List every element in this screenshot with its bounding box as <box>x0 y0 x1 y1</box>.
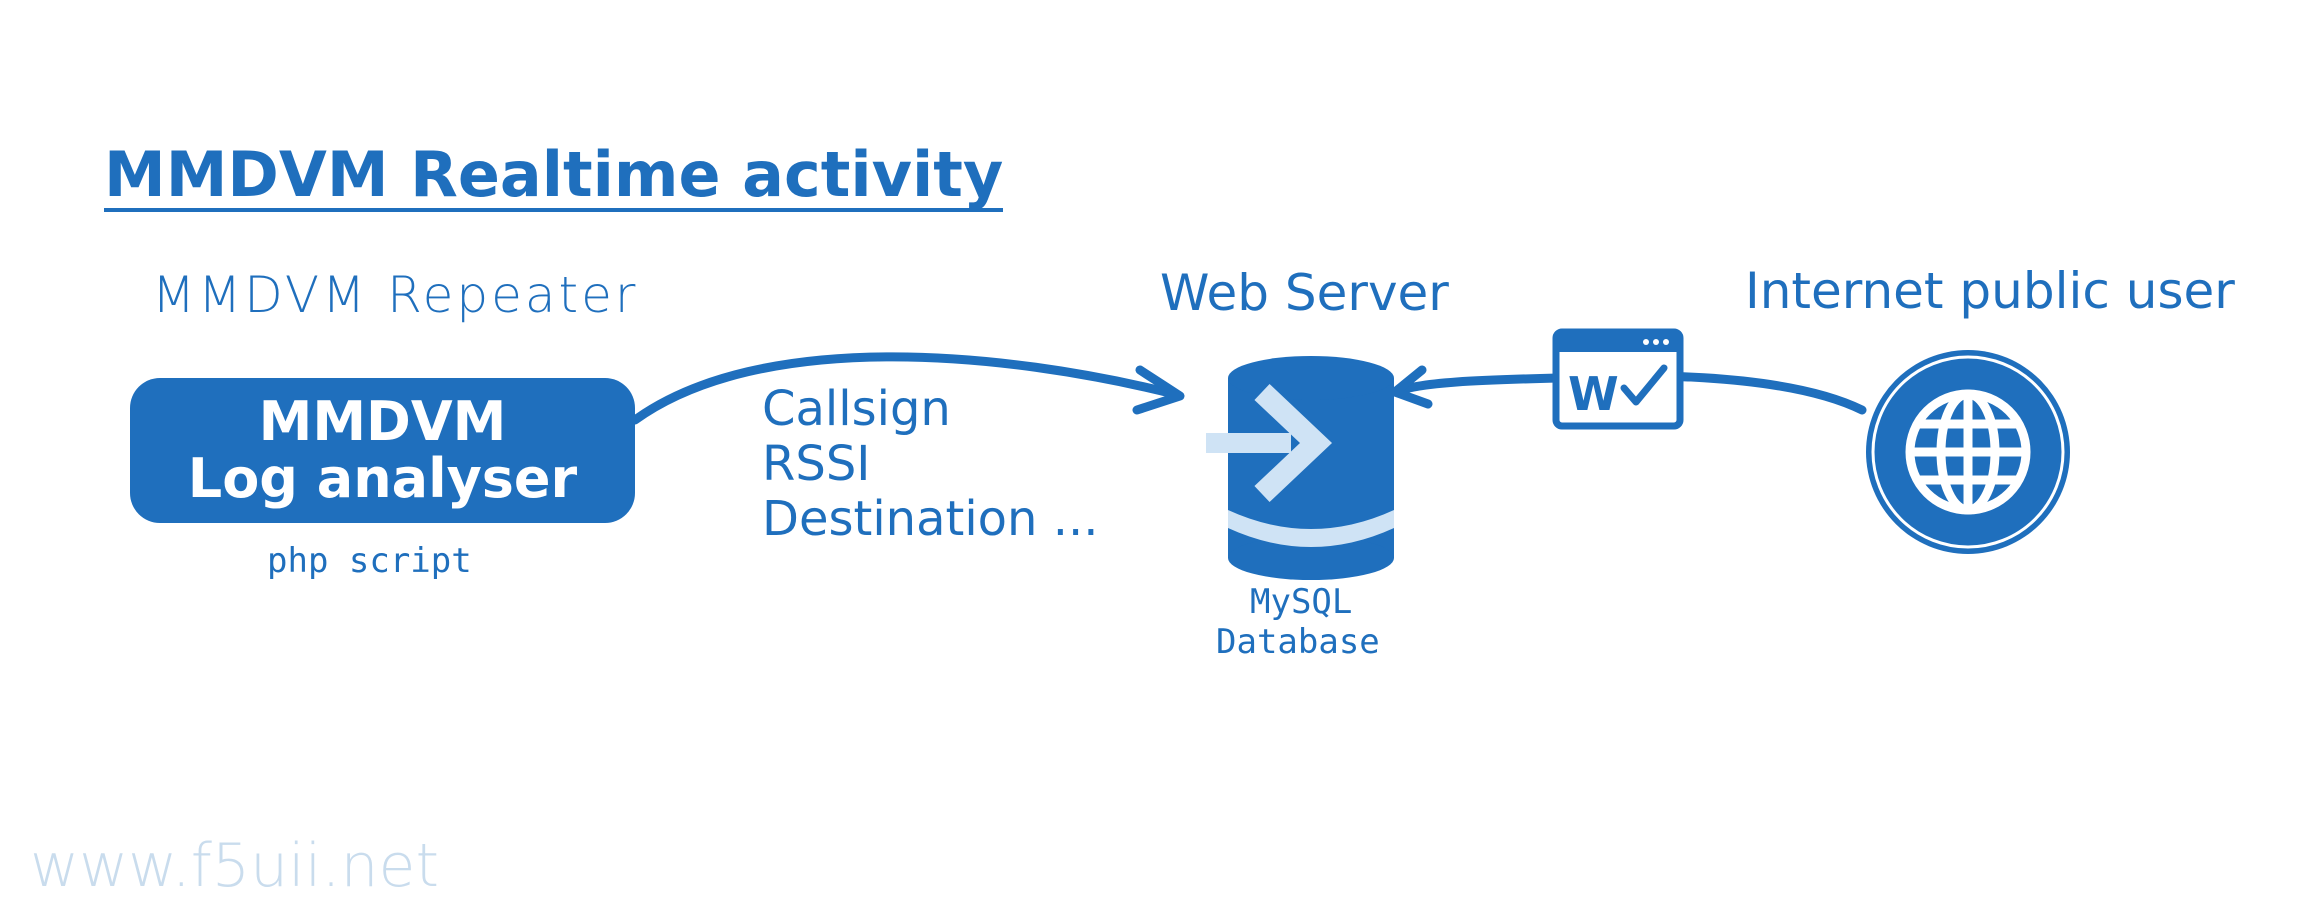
database-icon <box>1228 356 1394 580</box>
globe-icon <box>1866 350 2070 554</box>
log-analyser-box: MMDVM Log analyser <box>130 378 635 523</box>
web-server-heading: Web Server <box>1160 264 1449 322</box>
repeater-heading: MMDVM Repeater <box>152 266 639 324</box>
page-title: MMDVM Realtime activity <box>104 138 1004 212</box>
flow-arrowhead-to-database <box>1132 365 1185 415</box>
flow-arrowhead-from-user <box>1390 365 1433 409</box>
database-label-line2: Database <box>1216 622 1380 662</box>
flow-arrow-user-to-database <box>1390 373 1563 397</box>
data-field-rssi: RSSI <box>762 436 871 492</box>
internet-user-heading: Internet public user <box>1745 262 2235 320</box>
checkmark-icon <box>1620 364 1668 406</box>
log-analyser-line2: Log analyser <box>187 446 578 510</box>
website-watermark: www.f5uii.net <box>30 831 439 901</box>
browser-window-icon: W <box>1552 328 1684 430</box>
arrow-right-icon <box>1206 384 1333 502</box>
database-label-line1: MySQL <box>1250 582 1353 622</box>
browser-icon-letter: W <box>1568 367 1619 421</box>
data-field-destination: Destination ... <box>762 491 1099 547</box>
data-field-callsign: Callsign <box>762 381 951 437</box>
log-analyser-caption: php script <box>267 541 472 581</box>
flow-arrow-to-database <box>630 352 1183 425</box>
log-analyser-line1: MMDVM <box>258 389 507 453</box>
